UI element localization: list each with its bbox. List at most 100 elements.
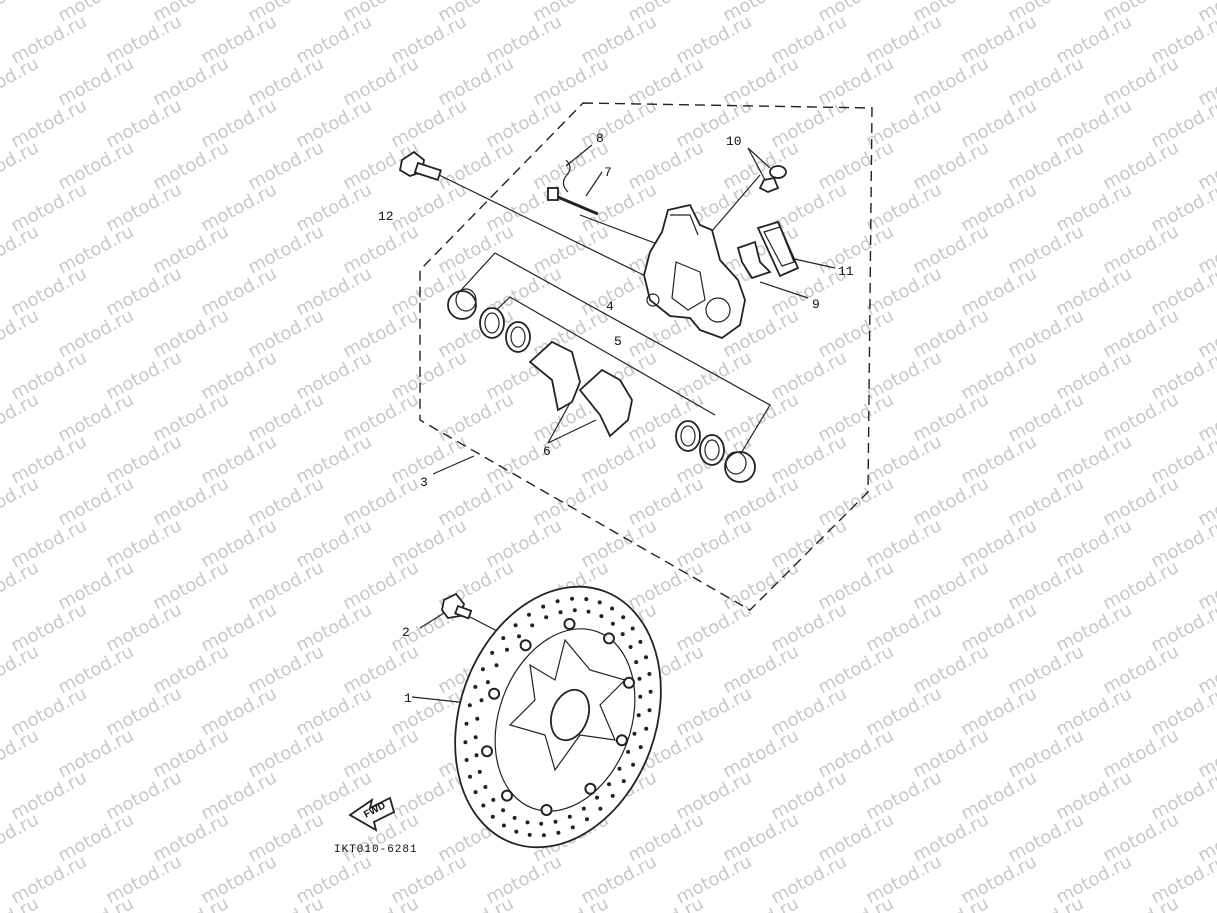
disc-vent-hole — [475, 716, 480, 721]
disc-vent-hole — [527, 832, 532, 837]
disc-vent-hole — [553, 819, 558, 824]
callout-5: 5 — [614, 334, 622, 349]
disc-vent-hole — [598, 806, 603, 811]
disc-vent-hole — [581, 806, 586, 811]
disc-vent-hole — [648, 689, 653, 694]
disc-vent-hole — [544, 615, 549, 620]
callout-numbers: 1 2 3 4 5 6 7 8 9 10 11 12 — [378, 131, 854, 706]
caliper-mounting-bolt — [398, 150, 442, 182]
disc-vent-hole — [501, 636, 506, 641]
disc-float-button — [481, 745, 493, 758]
callout-4: 4 — [606, 299, 614, 314]
disc-bolt — [441, 592, 473, 620]
callout-12: 12 — [378, 209, 394, 224]
disc-vent-hole — [572, 608, 577, 613]
piston-right — [724, 451, 756, 483]
seal-kit-right — [675, 420, 725, 466]
callout-1: 1 — [404, 691, 412, 706]
disc-vent-hole — [467, 703, 472, 708]
disc-vent-hole — [586, 609, 591, 614]
brake-pad-outer — [578, 368, 633, 438]
disc-vent-hole — [512, 815, 517, 820]
piston-left — [447, 288, 477, 320]
disc-vent-hole — [517, 634, 521, 639]
disc-vent-hole — [525, 820, 530, 825]
caliper-assembly-boundary — [419, 102, 873, 611]
disc-vent-hole — [638, 694, 643, 699]
callout-8: 8 — [596, 131, 604, 146]
disc-float-button — [563, 618, 576, 630]
disc-vent-hole — [555, 599, 560, 604]
disc-vent-hole — [541, 833, 546, 838]
disc-vent-hole — [474, 753, 479, 758]
disc-vent-hole — [610, 621, 615, 626]
disc-vent-hole — [607, 782, 611, 787]
disc-vent-hole — [490, 814, 495, 819]
disc-vent-hole — [480, 667, 485, 672]
disc-float-button — [615, 734, 628, 747]
pad-shim — [756, 220, 800, 278]
disc-vent-hole — [513, 623, 518, 628]
disc-vent-hole — [567, 814, 572, 819]
seal-kit-left — [479, 307, 531, 353]
disc-vent-hole — [644, 655, 648, 660]
disc-vent-hole — [638, 639, 643, 644]
brake-pad-inner — [528, 340, 581, 412]
disc-vent-hole — [620, 632, 625, 637]
disc-vent-hole — [610, 793, 615, 798]
disc-vent-hole — [599, 614, 604, 619]
disc-vent-hole — [481, 803, 486, 808]
callout-2: 2 — [402, 625, 410, 640]
disc-vent-hole — [558, 610, 563, 615]
disc-vent-hole — [479, 698, 484, 703]
disc-vent-hole — [631, 762, 636, 767]
disc-vent-hole — [494, 663, 499, 668]
bleed-screw-cap — [562, 159, 571, 193]
union-bolt-washers — [758, 165, 787, 193]
disc-vent-hole — [473, 684, 478, 689]
disc-vent-hole — [628, 645, 633, 649]
disc-float-button — [584, 782, 597, 795]
disc-vent-hole — [636, 713, 641, 718]
disc-vent-hole — [530, 623, 535, 628]
disc-vent-hole — [514, 829, 519, 834]
disc-float-button — [488, 687, 501, 700]
disc-vent-hole — [477, 769, 482, 774]
disc-float-button — [623, 676, 635, 689]
disc-vent-hole — [621, 779, 626, 784]
disc-vent-hole — [527, 612, 531, 617]
disc-vent-hole — [647, 708, 652, 713]
diagram-reference-code: IKT010-6281 — [334, 844, 418, 856]
disc-vent-hole — [473, 790, 478, 795]
disc-vent-hole — [597, 600, 602, 605]
disc-vent-hole — [637, 676, 642, 681]
disc-vent-hole — [464, 721, 469, 726]
forward-direction-arrow: FWD — [348, 796, 396, 832]
disc-vent-hole — [490, 650, 495, 655]
disc-vent-hole — [638, 745, 643, 750]
disc-vent-hole — [584, 597, 589, 602]
disc-vent-hole — [483, 785, 488, 789]
disc-vent-hole — [541, 604, 546, 609]
disc-vent-hole — [632, 731, 637, 736]
callout-6: 6 — [543, 444, 551, 459]
disc-vent-hole — [501, 808, 506, 813]
callout-9: 9 — [812, 297, 820, 312]
disc-float-button — [519, 639, 532, 652]
disc-vent-hole — [570, 825, 575, 830]
disc-float-button — [501, 789, 513, 802]
caliper-body — [643, 203, 746, 340]
disc-vent-hole — [473, 735, 478, 740]
disc-float-button — [603, 632, 615, 645]
callout-3: 3 — [420, 475, 428, 490]
bleed-screw — [547, 187, 599, 216]
disc-vent-hole — [617, 766, 622, 771]
disc-vent-hole — [468, 774, 472, 779]
disc-vent-hole — [585, 817, 589, 822]
disc-vent-hole — [491, 797, 496, 802]
brake-disc — [454, 585, 662, 849]
disc-vent-hole — [621, 615, 626, 620]
